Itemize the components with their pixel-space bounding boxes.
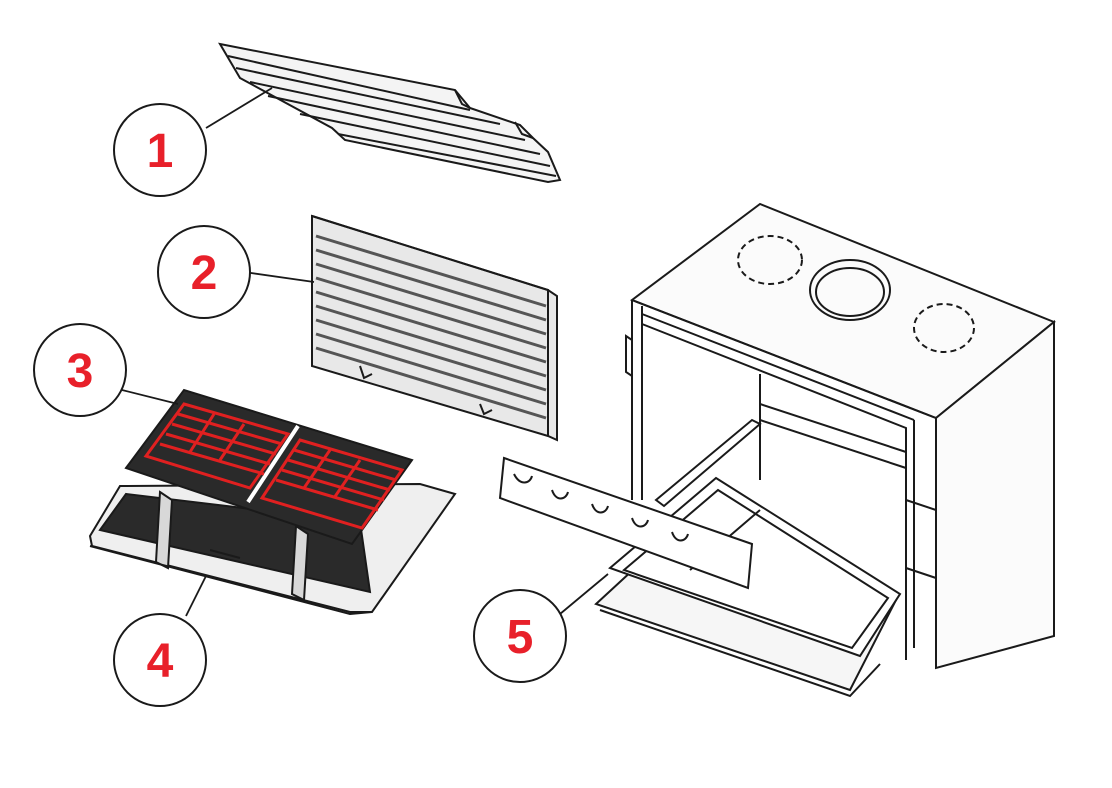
leader-line-3 (121, 389, 179, 405)
callout-1-label: 1 (147, 125, 174, 178)
fireplace-body (625, 202, 1056, 670)
callout-4: 4 (113, 613, 207, 707)
callout-1: 1 (113, 103, 207, 197)
leader-line-4 (185, 575, 207, 617)
back-fire-plate (311, 214, 558, 442)
grate-slots (143, 402, 405, 530)
callout-5: 5 (473, 589, 567, 683)
callout-5-label: 5 (507, 611, 534, 664)
top-baffle-plate (218, 42, 562, 184)
leader-line-5 (559, 573, 609, 615)
callout-3: 3 (33, 323, 127, 417)
callout-2: 2 (157, 225, 251, 319)
leader-lines (121, 87, 609, 617)
flue-opening-center (809, 259, 891, 321)
flue-opening-right (913, 303, 975, 353)
callout-4-label: 4 (147, 635, 174, 688)
flue-opening-left (737, 235, 803, 285)
callout-3-label: 3 (67, 345, 94, 398)
cast-iron-grate (124, 388, 414, 546)
fire-plate-ribs (315, 234, 547, 420)
leader-line-2 (243, 271, 315, 283)
leader-line-1 (205, 87, 273, 129)
ash-pan-drawer (498, 456, 902, 698)
callout-2-label: 2 (191, 247, 218, 300)
